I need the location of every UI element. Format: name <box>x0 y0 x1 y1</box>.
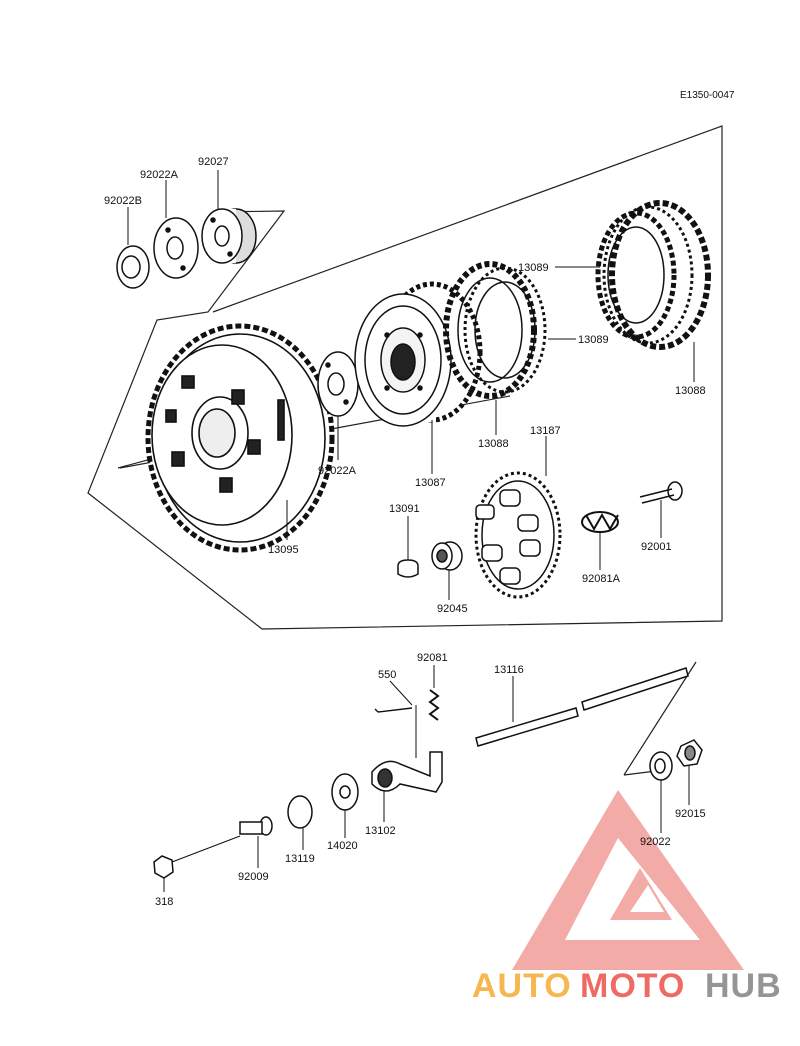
watermark-auto: AUTO <box>472 967 572 1005</box>
label-13087: 13087 <box>415 477 446 489</box>
washer-92022B <box>116 245 150 289</box>
bearing-92045 <box>431 541 463 571</box>
label-14020: 14020 <box>327 840 358 852</box>
watermark-hub: HUB <box>705 967 782 1005</box>
pressure-plate-13187 <box>474 471 562 599</box>
label-13116: 13116 <box>494 664 524 676</box>
label-92001: 92001 <box>641 541 672 553</box>
cover-13119 <box>287 795 313 829</box>
label-92081: 92081 <box>417 652 448 664</box>
diagram-code: E1350-0047 <box>680 90 735 101</box>
watermark-text: AUTO MOTO HUB <box>472 967 782 1005</box>
label-13089-b: 13089 <box>578 334 609 346</box>
label-92022A-top: 92022A <box>140 169 179 181</box>
pin-550 <box>374 707 413 713</box>
seal-14020 <box>331 773 359 811</box>
label-318: 318 <box>155 896 173 908</box>
label-92081A: 92081A <box>582 573 621 585</box>
steel-plate-13089-mid <box>463 266 547 394</box>
label-13091: 13091 <box>389 503 420 515</box>
clutch-housing-13095 <box>145 323 335 553</box>
label-13102: 13102 <box>365 825 396 837</box>
plug-13091 <box>397 559 419 578</box>
nut-92015 <box>676 739 703 767</box>
friction-plate-13088-mid <box>443 261 537 399</box>
label-92009: 92009 <box>238 871 269 883</box>
washer-92022A-top <box>153 217 199 279</box>
label-13088-a: 13088 <box>675 385 706 397</box>
washer-92022 <box>649 751 673 781</box>
washer-92022A-mid <box>317 351 359 417</box>
spring-92081 <box>428 689 440 721</box>
bolt-92009 <box>239 816 273 836</box>
label-13095: 13095 <box>268 544 299 556</box>
part-labels: E1350-0047 92022B 92022A 92027 13089 130… <box>104 90 735 908</box>
label-13088-b: 13088 <box>478 438 509 450</box>
pushrod-13116 <box>475 667 689 747</box>
label-92045: 92045 <box>437 603 468 615</box>
lever-13102 <box>371 751 443 793</box>
label-92027: 92027 <box>198 156 229 168</box>
label-13187: 13187 <box>530 425 561 437</box>
clutch-hub-13087 <box>354 281 483 427</box>
plate-stack-right <box>595 200 711 350</box>
label-13089-a: 13089 <box>518 262 549 274</box>
collar-92027 <box>201 208 257 264</box>
spring-92081A <box>581 511 619 533</box>
label-92022B: 92022B <box>104 195 142 207</box>
watermark-moto: MOTO <box>580 967 685 1005</box>
label-92015: 92015 <box>675 808 706 820</box>
bolt-92001 <box>639 481 683 504</box>
label-13119: 13119 <box>285 853 315 865</box>
label-550: 550 <box>378 669 396 681</box>
leader-lines <box>127 170 695 892</box>
label-92022A-mid: 92022A <box>318 465 357 477</box>
nut-318 <box>153 835 241 879</box>
watermark-logo <box>512 790 744 970</box>
label-92022: 92022 <box>640 836 671 848</box>
